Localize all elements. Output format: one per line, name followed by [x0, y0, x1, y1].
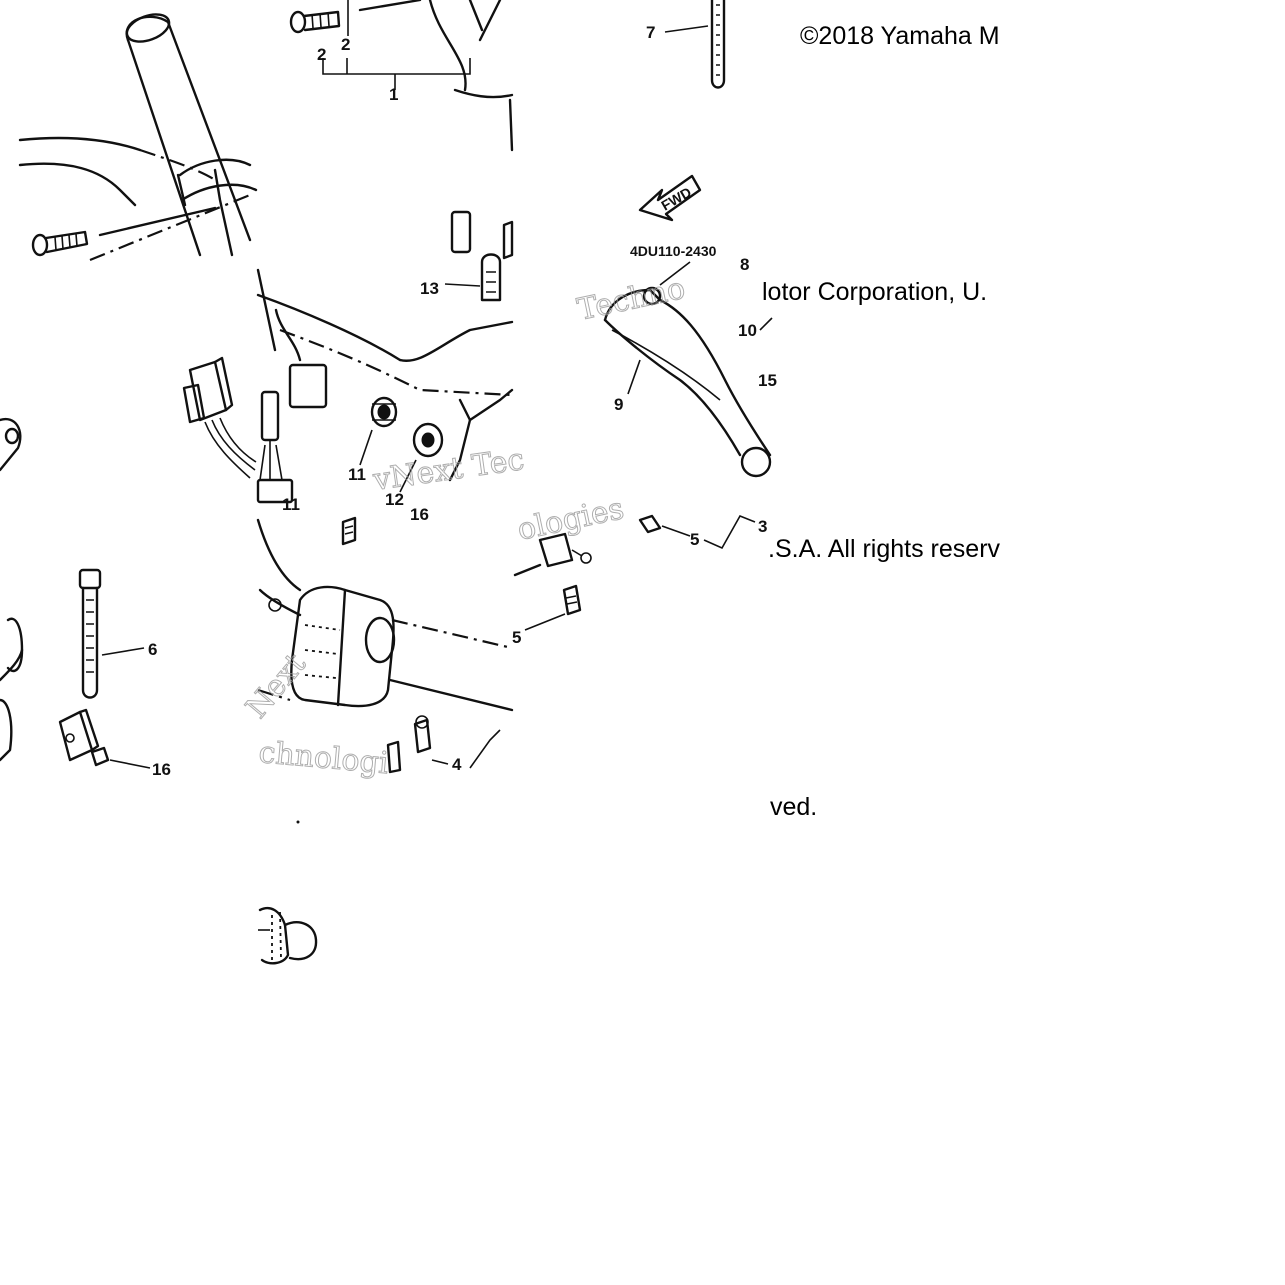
cable-strap-6	[78, 568, 145, 699]
screw-5-lower	[513, 563, 582, 631]
copyright-line-1: ©2018 Yamaha M	[800, 22, 1000, 50]
grip-end-fragment	[258, 906, 318, 965]
switch-housing	[258, 585, 396, 708]
callout-10: 10	[738, 321, 757, 340]
screw-top-housing	[341, 516, 357, 546]
callout-15: 15	[758, 371, 777, 390]
callout-bracket-1	[322, 0, 514, 152]
switch-connector	[182, 356, 257, 479]
handlebar-outline-left	[18, 136, 251, 262]
fwd-arrow: FWD	[638, 174, 702, 222]
screw-2	[289, 10, 341, 34]
callout-11a: 11	[348, 465, 366, 484]
lever-bracket-center	[448, 388, 514, 482]
stray-dot	[296, 820, 300, 824]
bolt-left	[31, 206, 217, 257]
callout-12: 12	[385, 490, 404, 509]
wire-harness	[256, 268, 328, 504]
copyright-line-4: ved.	[770, 793, 817, 821]
cable-strap-7	[664, 0, 726, 89]
callout-16b: 16	[152, 760, 171, 779]
copyright-line-3: .S.A. All rights reserv	[768, 535, 1001, 563]
handlebar-outline-center	[256, 293, 514, 397]
clip-left	[0, 617, 24, 762]
key-switch-part	[450, 210, 514, 260]
callout-8: 8	[740, 255, 749, 274]
coupler-block	[58, 708, 100, 762]
part-ref: 4DU110-2430	[630, 243, 717, 259]
handlebar-outline-bottom	[256, 518, 514, 712]
knob-12	[399, 422, 444, 493]
callout-11b: 11	[282, 495, 300, 514]
watermark-4: Next	[239, 647, 313, 725]
bolt-13	[444, 253, 502, 302]
callout-2a: 2	[317, 45, 326, 64]
knob-11	[359, 396, 398, 466]
clutch-lever-9	[603, 261, 773, 478]
watermark-2: vNext Tec	[370, 442, 526, 498]
callout-7: 7	[646, 23, 655, 42]
callout-5a: 5	[690, 530, 699, 549]
watermark-5: chnologi	[257, 735, 390, 781]
callout-16a: 16	[410, 505, 429, 524]
callout-2b: 2	[341, 35, 350, 54]
handlebar-end-left	[0, 417, 22, 472]
callout-1: 1	[389, 85, 398, 104]
callout-6: 6	[148, 640, 157, 659]
micro-switch-3	[538, 514, 756, 568]
screw-14	[386, 740, 402, 774]
callout-3: 3	[758, 517, 767, 536]
callout-13: 13	[420, 279, 439, 298]
watermark-3: ologies	[514, 491, 627, 548]
copyright-line-2: lotor Corporation, U.	[762, 278, 987, 306]
nut-16	[90, 746, 151, 769]
screw-4	[413, 715, 501, 769]
callout-5b: 5	[512, 628, 521, 647]
handlebar-grip	[125, 13, 258, 257]
callout-4: 4	[452, 755, 462, 774]
callout-9: 9	[614, 395, 623, 414]
watermark-1: Techno	[574, 271, 688, 328]
